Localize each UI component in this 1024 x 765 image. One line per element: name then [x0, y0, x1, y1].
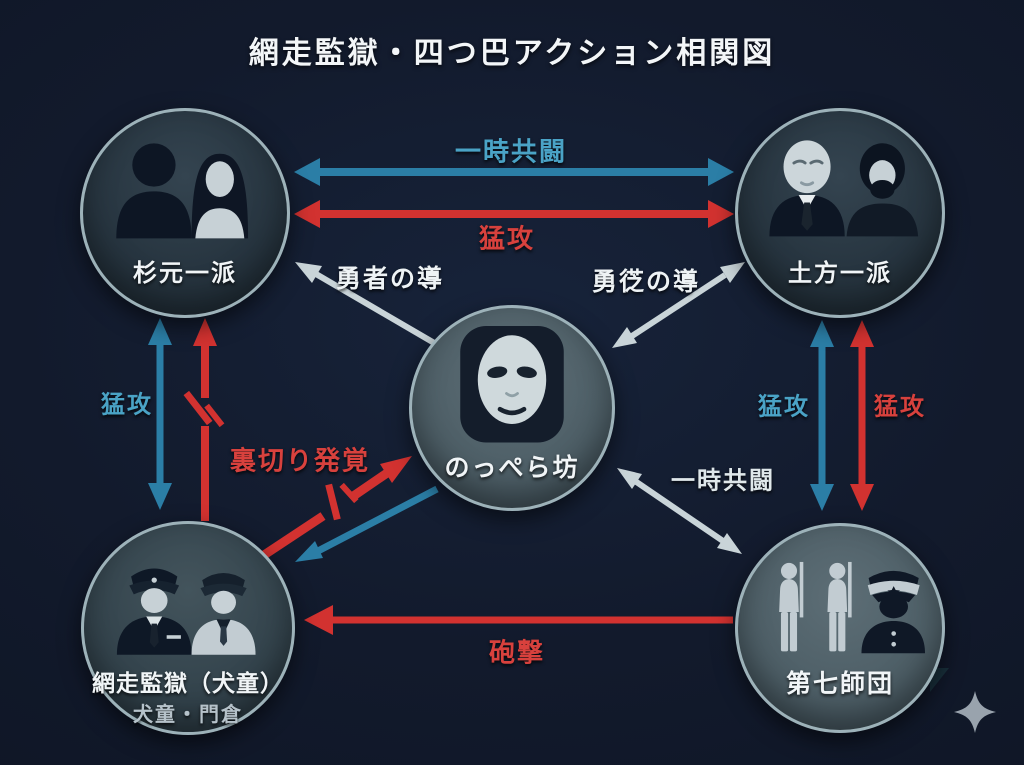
node-7th-division: 第七師団 [735, 523, 945, 733]
blank-face-mask-icon [460, 326, 564, 443]
edge-label-guide-sugimoto: 勇者の導 [335, 264, 445, 293]
node-label-division7: 第七師団 [785, 669, 894, 698]
node-sublabel-abashiri: 犬童・門倉 [133, 702, 243, 726]
edge-label-bombard: 砲撃 [488, 638, 546, 669]
node-label-hijikata: 土方一派 [788, 259, 892, 287]
edge-label-right-assault-blue: 猛攻 [758, 392, 810, 421]
node-label-abashiri: 網走監獄（犬童） [92, 671, 284, 697]
node-noppera-bo: のっぺら坊 [409, 305, 615, 511]
edge-label-right-assault-red: 猛攻 [874, 392, 926, 421]
edge-betrayal-arrow [255, 456, 412, 563]
diagram-title: 網走監獄・四つ巴アクション相関図 [248, 36, 776, 71]
node-hijikata-faction: 土方一派 [735, 108, 945, 318]
edge-top-assault-arrow [294, 200, 734, 228]
edge-right-assault-red-arrow [850, 320, 874, 511]
edge-label-left-assault: 猛攻 [101, 390, 153, 419]
edge-guide-sugimoto-arrow [295, 262, 438, 347]
break-mark [325, 483, 341, 521]
edge-label-guide-hijikata: 勇徔の導 [591, 267, 701, 296]
node-sugimoto-faction: 杉元一派 [80, 108, 290, 318]
node-abashiri-prison: 網走監獄（犬童） 犬童・門倉 [81, 521, 295, 735]
edge-top-truce-arrow [294, 158, 734, 186]
edge-label-top-assault: 猛攻 [478, 224, 536, 255]
two-prison-guards-icon [116, 568, 256, 655]
edge-label-betrayal: 裏切り発覚 [229, 446, 371, 477]
edge-right-assault-blue-arrow [810, 320, 834, 511]
break-mark [183, 390, 213, 426]
node-label-sugimoto: 杉元一派 [133, 259, 237, 287]
break-mark [339, 482, 359, 504]
soldiers-and-officer-icon [779, 561, 925, 654]
edge-left-assault-arrow [148, 318, 172, 510]
edge-truce-division-arrow [617, 468, 742, 554]
edge-bombard-arrow [304, 605, 733, 635]
edge-noppera-abashiri-arrow [295, 485, 439, 562]
edge-label-truce-division: 一時共闘 [671, 466, 775, 495]
corner-accent [930, 668, 949, 692]
edge-guide-hijikata-arrow [612, 262, 745, 348]
sparkle-icon [954, 691, 996, 733]
node-label-noppera: のっぺら坊 [444, 453, 580, 482]
edge-left-broken-arrow [183, 318, 225, 521]
break-mark [204, 403, 225, 428]
edge-label-top-truce: 一時共闘 [454, 137, 568, 168]
old-man-and-bearded-man-icon [769, 140, 919, 237]
man-and-woman-silhouettes-icon [116, 143, 249, 239]
